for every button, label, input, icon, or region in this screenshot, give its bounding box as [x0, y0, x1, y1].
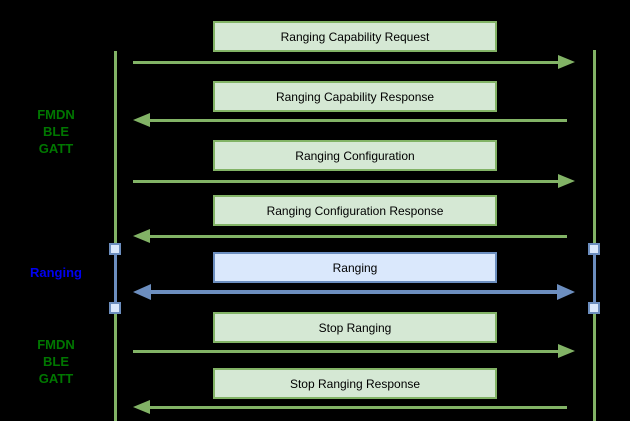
phase-line: Ranging — [30, 265, 82, 280]
arrow-head-left-icon — [133, 113, 150, 127]
arrow-line — [147, 235, 567, 238]
activation-marker — [109, 243, 121, 255]
arrow-head-right-icon — [558, 55, 575, 69]
message-box-stop-ranging: Stop Ranging — [213, 312, 497, 343]
arrow-line — [147, 119, 567, 122]
message-label: Stop Ranging Response — [289, 376, 421, 391]
message-box-ranging-capability-response: Ranging Capability Response — [213, 81, 497, 112]
message-box-ranging-configuration-response: Ranging Configuration Response — [213, 195, 497, 226]
arrow-line — [133, 61, 561, 64]
ranging-activation-right — [593, 249, 596, 309]
message-box-ranging: Ranging — [213, 252, 497, 283]
activation-marker — [588, 243, 600, 255]
message-arrow-bidirectional — [133, 284, 575, 300]
message-box-ranging-configuration: Ranging Configuration — [213, 140, 497, 171]
phase-label-ranging: Ranging — [8, 264, 104, 281]
arrow-head-left-icon — [133, 284, 151, 300]
arrow-line — [147, 406, 567, 409]
arrow-head-right-icon — [558, 174, 575, 188]
phase-line: FMDN — [37, 107, 75, 122]
arrow-head-right-icon — [557, 284, 575, 300]
message-box-stop-ranging-response: Stop Ranging Response — [213, 368, 497, 399]
phase-line: GATT — [38, 141, 74, 156]
message-arrow-left — [133, 228, 575, 244]
message-box-ranging-capability-request: Ranging Capability Request — [213, 21, 497, 52]
message-label: Ranging Capability Request — [280, 29, 430, 44]
arrow-line — [133, 180, 561, 183]
phase-line: BLE — [43, 354, 69, 369]
arrow-line — [146, 290, 562, 294]
message-label: Ranging Capability Response — [275, 89, 435, 104]
phase-line: BLE — [43, 124, 69, 139]
activation-marker — [588, 302, 600, 314]
lifeline-left — [114, 51, 117, 421]
message-arrow-left — [133, 112, 575, 128]
message-arrow-right — [133, 54, 575, 70]
phase-line: GATT — [38, 371, 74, 386]
message-label: Ranging Configuration Response — [266, 203, 444, 218]
message-arrow-right — [133, 173, 575, 189]
message-arrow-right — [133, 343, 575, 359]
arrow-head-left-icon — [133, 400, 150, 414]
phase-label-fmdn-ble-gatt-top: FMDN BLE GATT — [8, 106, 104, 157]
phase-label-fmdn-ble-gatt-bottom: FMDN BLE GATT — [8, 336, 104, 387]
arrow-head-left-icon — [133, 229, 150, 243]
message-label: Ranging Configuration — [295, 148, 415, 163]
message-label: Stop Ranging — [318, 320, 392, 335]
message-label: Ranging — [332, 260, 378, 275]
activation-marker — [109, 302, 121, 314]
arrow-head-right-icon — [558, 344, 575, 358]
arrow-line — [133, 350, 561, 353]
lifeline-right — [593, 50, 596, 421]
message-arrow-left — [133, 399, 575, 415]
phase-line: FMDN — [37, 337, 75, 352]
ranging-activation-left — [114, 249, 117, 309]
